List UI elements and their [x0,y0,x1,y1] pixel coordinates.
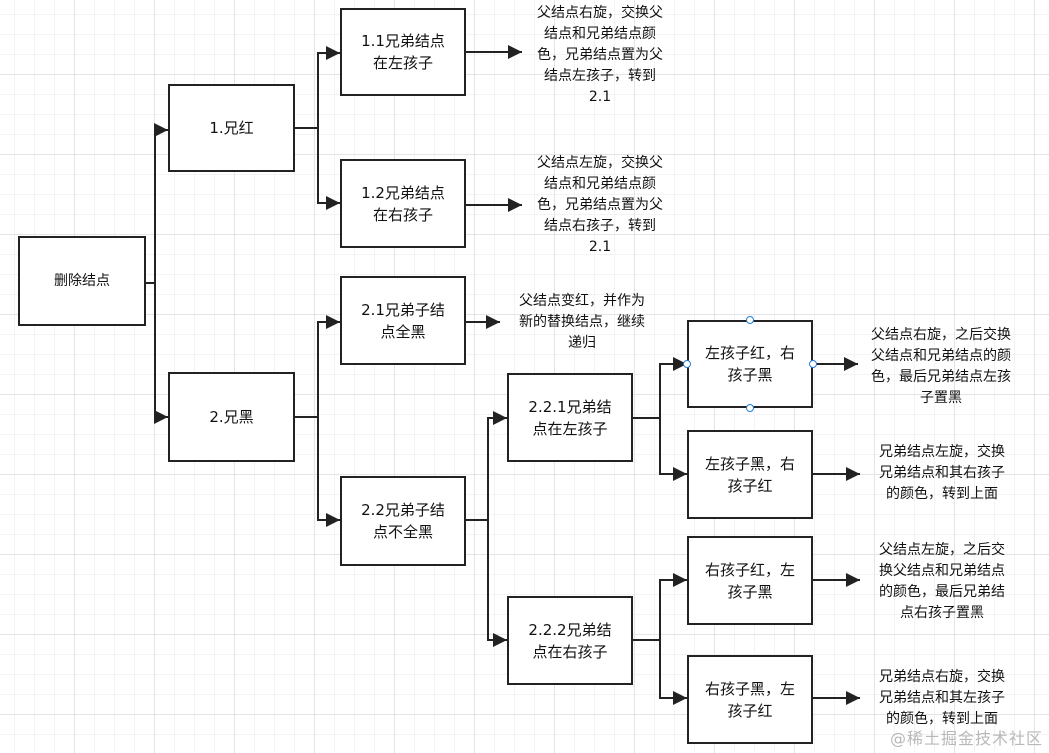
edge-n1-n12 [317,128,340,210]
node-1-2[interactable]: 1.2兄弟结点 在右孩子 [340,159,466,248]
note-2-2-1-a: 父结点右旋，之后交换 父结点和兄弟结点的颜 色，最后兄弟结点左孩 子置黑 [871,327,1011,406]
note-2-1: 父结点变红，并作为 新的替换结点，继续 递归 [519,293,645,351]
node-left-red-right-black[interactable]: 左孩子红，右 孩子黑 [687,320,813,408]
note-2-2-2-a: 父结点左旋，之后交 换父结点和兄弟结点 的颜色，最后兄弟结 点右孩子置黑 [879,542,1005,621]
edge-n222-n2222 [659,640,687,705]
edge-n221-n2211 [633,357,687,419]
note-1-1: 父结点右旋，交换父 结点和兄弟结点颜 色，兄弟结点置为父 结点左孩子，转到 2.… [537,5,663,105]
edge-n22-n221 [466,411,507,521]
node-2-2[interactable]: 2.2兄弟子结 点不全黑 [340,476,466,566]
node-right-black-left-red[interactable]: 右孩子黑，左 孩子红 [687,655,813,744]
node-1-1[interactable]: 1.1兄弟结点 在左孩子 [340,8,466,96]
selection-handle-right[interactable] [809,360,817,368]
node-2-2-2[interactable]: 2.2.2兄弟结 点在右孩子 [507,596,633,685]
node-2-1[interactable]: 2.1兄弟子结 点全黑 [340,276,466,365]
edge-n221-n2212 [659,418,687,481]
edge-n1-n11 [295,46,340,129]
selection-handle-left[interactable] [683,360,691,368]
edge-root-n1 [145,123,168,284]
node-left-black-right-red[interactable]: 左孩子黑，右 孩子红 [687,430,813,519]
edge-n22-n222 [487,520,507,647]
note-1-2: 父结点左旋，交换父 结点和兄弟结点颜 色，兄弟结点置为父 结点右孩子，转到 2.… [537,155,663,255]
watermark: @稀土掘金技术社区 [889,729,1043,748]
note-2-2-2-b: 兄弟结点右旋，交换 兄弟结点和其左孩子 的颜色，转到上面 [879,669,1005,727]
edge-n222-n2221 [633,573,687,641]
node-sibling-black[interactable]: 2.兄黑 [168,372,295,462]
selection-handle-top[interactable] [746,316,754,324]
selection-handle-bottom[interactable] [746,404,754,412]
edge-root-n2 [154,283,168,424]
node-right-red-left-black[interactable]: 右孩子红，左 孩子黑 [687,536,813,625]
node-sibling-red[interactable]: 1.兄红 [168,84,295,172]
node-delete[interactable]: 删除结点 [18,236,146,326]
edge-n2-n21 [295,315,340,418]
node-2-2-1[interactable]: 2.2.1兄弟结 点在左孩子 [507,373,633,462]
note-2-2-1-b: 兄弟结点左旋，交换 兄弟结点和其右孩子 的颜色，转到上面 [879,444,1005,502]
edge-n2-n22 [317,417,340,527]
